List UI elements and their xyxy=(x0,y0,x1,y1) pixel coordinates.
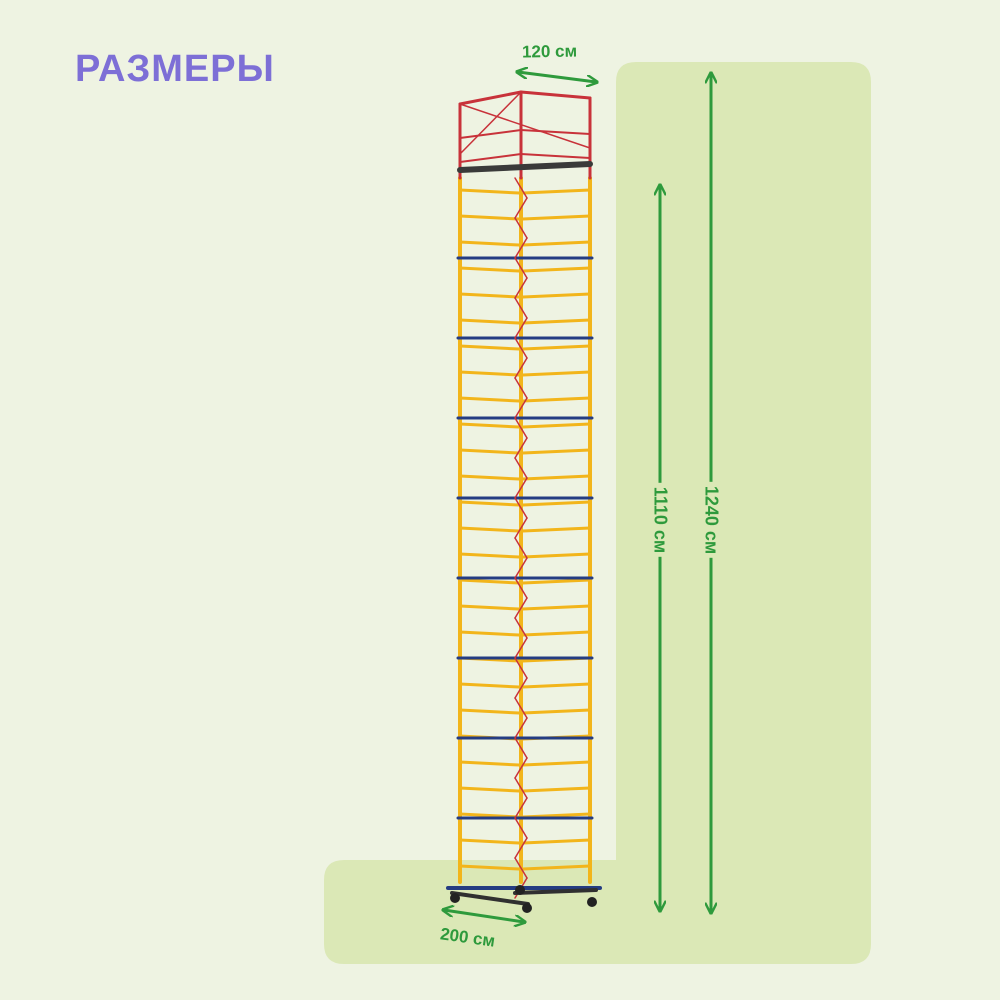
width-arrow xyxy=(518,72,596,82)
working-height-label: 1110 см xyxy=(649,482,671,558)
width-label: 120 см xyxy=(521,41,578,62)
depth-arrow xyxy=(444,910,524,922)
page-title: РАЗМЕРЫ xyxy=(75,48,275,90)
scaffold-tower-image xyxy=(446,90,602,913)
total-height-label: 1240 см xyxy=(700,481,722,559)
background-panel xyxy=(324,62,871,964)
